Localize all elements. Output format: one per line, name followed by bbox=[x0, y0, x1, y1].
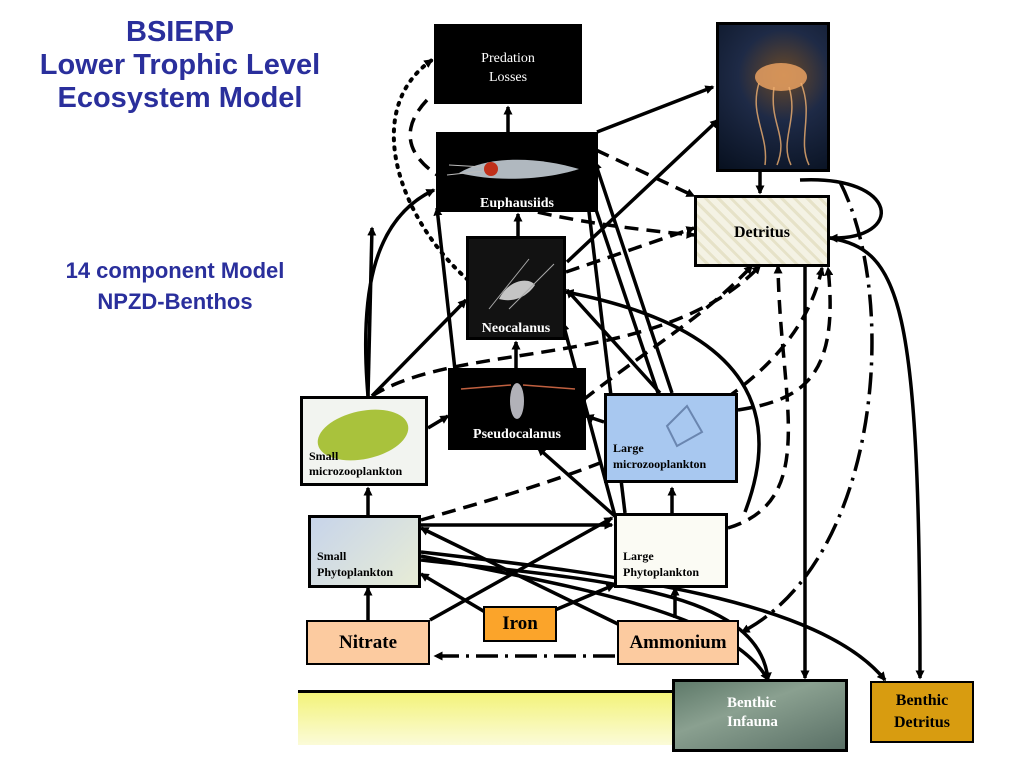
flux-pseudocalanus-to-euphausiids bbox=[433, 206, 457, 371]
small-phytoplankton-box: Small Phytoplankton bbox=[308, 515, 421, 588]
detritus-flux-neocalanus bbox=[565, 226, 696, 274]
flux-detritus-to-benthicdetritus bbox=[829, 236, 925, 680]
ammonium-label: Ammonium bbox=[629, 631, 727, 653]
flux-iron-to-largephyto bbox=[554, 583, 616, 612]
pseudocalanus-image bbox=[460, 383, 576, 419]
large-microzooplankton-line-1: Large bbox=[613, 441, 644, 455]
benthic-detritus-box: Benthic Detritus bbox=[870, 681, 974, 743]
flux-euphausiids-to-jellyfish bbox=[596, 85, 715, 134]
large-phytoplankton-line-1: Large bbox=[623, 549, 654, 563]
title-line-3: Ecosystem Model bbox=[57, 82, 303, 114]
flux-iron-to-smallphyto bbox=[419, 572, 486, 614]
benthic-infauna-line-2: Infauna bbox=[727, 714, 778, 730]
flux-largemicro-to-euphausiids bbox=[593, 160, 674, 394]
flux-smallphyto-to-infauna-2 bbox=[420, 554, 770, 682]
predation-flux-neocalanus bbox=[391, 58, 470, 282]
jellyfish-image bbox=[755, 63, 810, 166]
flux-largephyto-to-neocalanus-curve bbox=[564, 289, 761, 513]
predation-losses-line-2: Losses bbox=[488, 70, 528, 85]
seafloor-band bbox=[298, 690, 678, 745]
flux-detritus-out-to-infauna bbox=[799, 178, 883, 243]
nitrate-box: Nitrate bbox=[306, 620, 430, 665]
flux-largemicro-to-neocalanus bbox=[565, 288, 662, 395]
small-microzooplankton-line-2: microzooplankton bbox=[309, 464, 403, 478]
flux-largephyto-to-pseudocalanus bbox=[536, 446, 619, 520]
flux-smallmicro-to-euphausiids-curve bbox=[363, 188, 436, 397]
flux-smallphyto-to-benthicdetritus bbox=[420, 550, 887, 682]
iron-label: Iron bbox=[502, 613, 538, 634]
neocalanus-label: Neocalanus bbox=[481, 321, 551, 336]
benthic-detritus-line-1: Benthic bbox=[895, 692, 949, 709]
flux-nitrate-to-largephyto bbox=[429, 516, 614, 622]
small-microzooplankton-image bbox=[317, 409, 409, 461]
iron-box: Iron bbox=[483, 606, 557, 642]
slide-subtitle: 14 component Model NPZD-Benthos bbox=[0, 255, 350, 317]
flux-largephyto-to-neocalanus bbox=[560, 321, 617, 517]
predation-losses-line-1: Predation bbox=[481, 51, 535, 66]
detritus-label: Detritus bbox=[734, 224, 790, 241]
ammonium-box: Ammonium bbox=[617, 620, 739, 665]
large-microzooplankton-image bbox=[665, 404, 704, 448]
krill-image bbox=[446, 159, 579, 179]
flux-smallphyto-to-infauna bbox=[420, 558, 772, 682]
large-phytoplankton-box: Large Phytoplankton bbox=[614, 513, 728, 588]
title-line-2: Lower Trophic Level bbox=[39, 49, 321, 81]
large-phytoplankton-label: Large Phytoplankton bbox=[623, 548, 699, 580]
detritus-flux-euphausiids bbox=[595, 148, 696, 198]
neocalanus-box: Neocalanus bbox=[466, 236, 566, 340]
jellyfish-box bbox=[716, 22, 830, 172]
predation-losses-box: Predation Losses bbox=[434, 24, 582, 104]
subtitle-line-1: 14 component Model bbox=[65, 258, 285, 283]
small-microzooplankton-line-1: Small bbox=[309, 449, 339, 463]
large-phytoplankton-line-2: Phytoplankton bbox=[623, 565, 700, 579]
small-microzooplankton-box: Small microzooplankton bbox=[300, 396, 428, 486]
subtitle-line-2: NPZD-Benthos bbox=[97, 289, 253, 314]
detritus-flux-largephyto bbox=[727, 264, 791, 530]
nitrate-label: Nitrate bbox=[338, 631, 398, 653]
small-phytoplankton-line-1: Small bbox=[317, 549, 347, 563]
pseudocalanus-label: Pseudocalanus bbox=[473, 427, 561, 442]
small-phytoplankton-line-2: Phytoplankton bbox=[317, 565, 394, 579]
neocalanus-image bbox=[488, 258, 555, 310]
benthic-infauna-label: Benthic Infauna bbox=[727, 694, 778, 732]
detritus-flux-largemicro bbox=[737, 266, 834, 412]
euphausiids-label: Euphausiids bbox=[480, 196, 554, 211]
detritus-box: Detritus bbox=[694, 195, 830, 267]
euphausiids-box: Euphausiids bbox=[436, 132, 598, 212]
flux-smallmicro-to-euphausiids bbox=[366, 226, 377, 397]
large-microzooplankton-line-2: microzooplankton bbox=[613, 457, 707, 471]
detritus-flux-pseudocalanus bbox=[581, 264, 754, 402]
pseudocalanus-box: Pseudocalanus bbox=[448, 368, 586, 450]
flux-smallmicro-to-pseudocalanus bbox=[427, 414, 450, 430]
benthic-infauna-line-1: Benthic bbox=[727, 695, 777, 711]
large-microzooplankton-label: Large microzooplankton bbox=[613, 440, 706, 472]
large-microzooplankton-box: Large microzooplankton bbox=[604, 393, 738, 483]
remin-detritus-to-ammonium bbox=[740, 181, 874, 634]
slide-title: BSIERP Lower Trophic Level Ecosystem Mod… bbox=[0, 16, 360, 115]
title-line-1: BSIERP bbox=[126, 16, 234, 48]
flux-largemicro-to-euphausiids-2 bbox=[586, 184, 660, 394]
benthic-detritus-line-2: Detritus bbox=[894, 714, 950, 731]
benthic-infauna-box: Benthic Infauna bbox=[672, 679, 848, 752]
small-phytoplankton-label: Small Phytoplankton bbox=[317, 548, 393, 580]
small-microzooplankton-label: Small microzooplankton bbox=[309, 449, 402, 479]
